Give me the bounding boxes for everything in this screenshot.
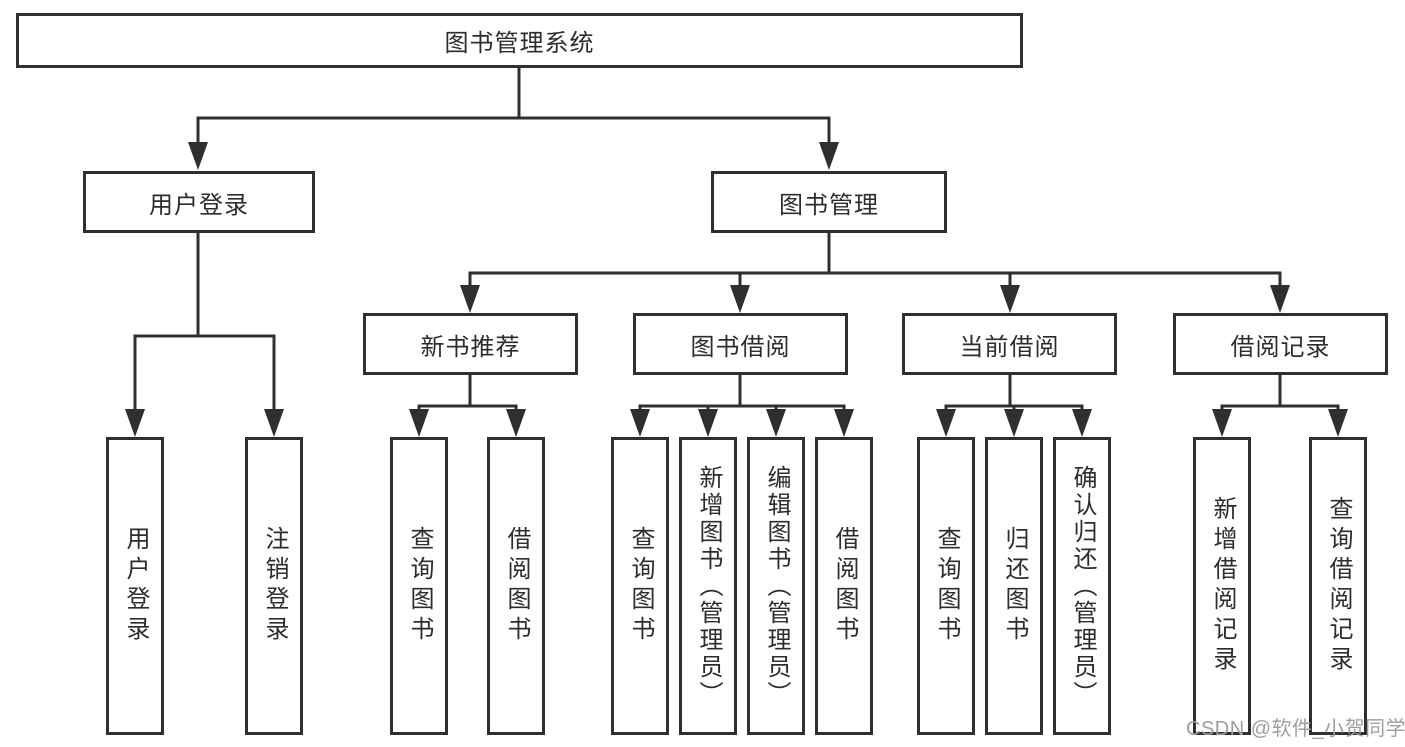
arrow-down-icon <box>936 409 956 437</box>
node-label: 新书推荐 <box>420 333 521 361</box>
connector-borrow-split <box>638 404 846 420</box>
arrow-down-icon <box>125 409 145 437</box>
connector-bookmgmt-split <box>468 271 1282 295</box>
arrow-down-icon <box>460 285 480 313</box>
arrow-down-icon <box>834 409 854 437</box>
leaf-label: 查询借阅记录 <box>1325 496 1352 676</box>
connector-record-split <box>1220 404 1340 420</box>
leaf-query-books-recommend: 查询图书 <box>390 437 448 735</box>
arrow-down-icon <box>264 409 284 437</box>
node-label: 图书管理 <box>779 191 879 219</box>
arrow-down-icon <box>1000 285 1020 313</box>
leaf-label: 借阅图书 <box>503 526 530 646</box>
arrow-down-icon <box>1270 285 1290 313</box>
csdn-watermark: CSDN @软件_小贺同学 <box>1186 718 1405 740</box>
leaf-label: 借阅图书 <box>831 526 858 646</box>
leaf-query-books-current: 查询图书 <box>917 437 975 735</box>
leaf-edit-books-admin: 编辑图书（管理员） <box>747 437 805 735</box>
leaf-add-books-admin: 新增图书（管理员） <box>679 437 737 735</box>
arrow-down-icon <box>1072 409 1092 437</box>
arrow-down-icon <box>506 409 526 437</box>
arrow-down-icon <box>766 409 786 437</box>
connector-newbook-split <box>417 404 518 420</box>
node-label: 当前借阅 <box>959 333 1060 361</box>
leaf-query-borrow-record: 查询借阅记录 <box>1309 437 1367 735</box>
arrow-down-icon <box>1212 409 1232 437</box>
leaf-return-books: 归还图书 <box>985 437 1043 735</box>
leaf-label: 归还图书 <box>1001 526 1028 646</box>
node-borrowing-records: 借阅记录 <box>1173 313 1388 375</box>
leaf-label: 查询图书 <box>627 526 654 646</box>
node-current-borrowing: 当前借阅 <box>902 313 1117 375</box>
leaf-borrow-books-recommend: 借阅图书 <box>487 437 545 735</box>
leaf-confirm-return-admin: 确认归还（管理员） <box>1053 437 1111 735</box>
arrow-down-icon <box>409 409 429 437</box>
node-label: 图书借阅 <box>690 333 791 361</box>
node-label: 用户登录 <box>149 191 249 219</box>
node-label: 借阅记录 <box>1230 333 1331 361</box>
leaf-borrow-books: 借阅图书 <box>815 437 873 735</box>
node-library-management-system: 图书管理系统 <box>16 13 1023 68</box>
arrow-down-icon <box>730 285 750 313</box>
arrow-down-icon <box>698 409 718 437</box>
leaf-label: 查询图书 <box>406 526 433 646</box>
leaf-label: 新增借阅记录 <box>1209 496 1236 676</box>
node-new-book-recommend: 新书推荐 <box>363 313 578 375</box>
arrow-down-icon <box>819 142 839 170</box>
connector-userlogin-split <box>133 334 276 420</box>
arrow-down-icon <box>188 142 208 170</box>
node-user-login-group: 用户登录 <box>83 171 315 233</box>
node-label: 图书管理系统 <box>444 30 595 57</box>
node-book-management: 图书管理 <box>711 171 947 233</box>
leaf-label: 新增图书（管理员） <box>695 464 722 708</box>
leaf-label: 用户登录 <box>122 526 149 646</box>
leaf-label: 注销登录 <box>261 526 288 646</box>
node-book-borrowing: 图书借阅 <box>633 313 848 375</box>
leaf-label: 确认归还（管理员） <box>1069 464 1096 708</box>
arrow-down-icon <box>1004 409 1024 437</box>
leaf-label: 查询图书 <box>933 526 960 646</box>
arrow-down-icon <box>630 409 650 437</box>
leaf-user-login: 用户登录 <box>106 437 164 735</box>
leaf-query-books-borrowing: 查询图书 <box>611 437 669 735</box>
leaf-label: 编辑图书（管理员） <box>763 464 790 708</box>
leaf-logout: 注销登录 <box>245 437 303 735</box>
connector-level1-split <box>196 116 831 150</box>
arrow-down-icon <box>1328 409 1348 437</box>
leaf-add-borrow-record: 新增借阅记录 <box>1193 437 1251 735</box>
